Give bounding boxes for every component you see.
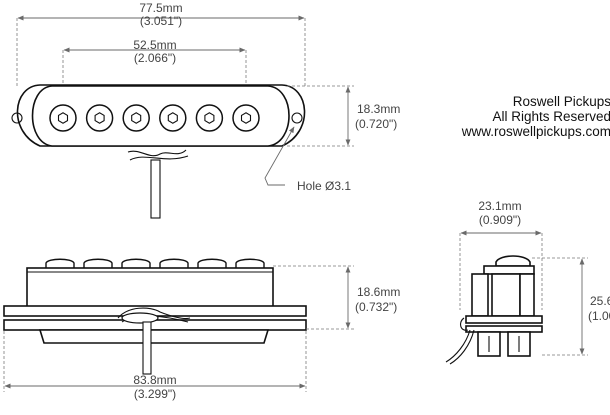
lead-wire-top (127, 149, 189, 219)
hex-socket-icon (57, 112, 69, 124)
pole-piece-front (83, 258, 113, 270)
cover-width-dimension: 18.3mm (0.720") (287, 85, 400, 147)
side-height-mm: 25.6mm (590, 294, 610, 308)
pole-spacing-mm: 52.5mm (133, 38, 176, 52)
hex-socket-icon (240, 112, 252, 124)
pole-piece-front (159, 258, 189, 270)
front-height-dimension: 18.6mm (0.732") (273, 265, 400, 330)
baseplate-length-mm: 83.8mm (133, 373, 176, 387)
website-text: www.roswellpickups.com (461, 124, 610, 139)
baseplate-lower (3, 319, 307, 331)
pole-spacing-dimension: 52.5mm (2.066") (62, 38, 247, 98)
cover-width-mm: 18.3mm (357, 102, 400, 116)
hex-socket-icon (94, 112, 105, 124)
pole-piece-front (45, 258, 75, 270)
pole-pieces-top (49, 104, 260, 132)
pole-piece-front (121, 258, 151, 270)
side-profile (445, 255, 543, 365)
side-height-dimension: 25.6mm (1.007") (532, 257, 610, 356)
front-view: 18.6mm (0.732") 83.8mm (3.299") (3, 258, 400, 401)
rights-text: All Rights Reserved (492, 109, 610, 124)
front-height-inch: (0.732") (355, 300, 397, 314)
pole-spacing-inch: (2.066") (134, 51, 176, 65)
pole-piece-front (197, 258, 227, 270)
bobbin-body (26, 267, 274, 311)
pole-piece-front (235, 258, 265, 270)
bottom-plate (38, 329, 270, 344)
baseplate-front (3, 305, 307, 317)
side-depth-mm: 23.1mm (478, 199, 521, 213)
hole-diameter-label: Hole Ø3.1 (297, 179, 351, 193)
side-height-inch: (1.007") (588, 309, 610, 323)
credits-block: Roswell Pickups All Rights Reserved www.… (461, 94, 610, 139)
side-depth-dimension: 23.1mm (0.909") (459, 199, 543, 310)
front-height-mm: 18.6mm (357, 285, 400, 299)
pole-pieces-front (45, 258, 265, 270)
side-depth-inch: (0.909") (479, 213, 521, 227)
side-view: 23.1mm (0.909") 25.6mm (1.007") (445, 199, 610, 365)
mounting-hole-left (11, 112, 23, 124)
hex-socket-icon (131, 112, 142, 124)
top-view: 77.5mm (3.051") 52.5mm (2.066") (11, 1, 400, 219)
hex-socket-icon (204, 112, 215, 124)
lead-wire-front (117, 307, 191, 375)
hole-callout: Hole Ø3.1 (264, 126, 351, 193)
overall-width-inch: (3.051") (140, 14, 182, 28)
baseplate-length-inch: (3.299") (134, 387, 176, 401)
company-name: Roswell Pickups (513, 94, 610, 109)
hex-socket-icon (167, 112, 178, 124)
cover-width-inch: (0.720") (355, 117, 397, 131)
mounting-hole-right (291, 112, 303, 124)
overall-width-dimension: 77.5mm (3.051") (16, 1, 306, 88)
overall-width-mm: 77.5mm (139, 1, 182, 15)
baseplate-length-dimension: 83.8mm (3.299") (3, 331, 307, 401)
